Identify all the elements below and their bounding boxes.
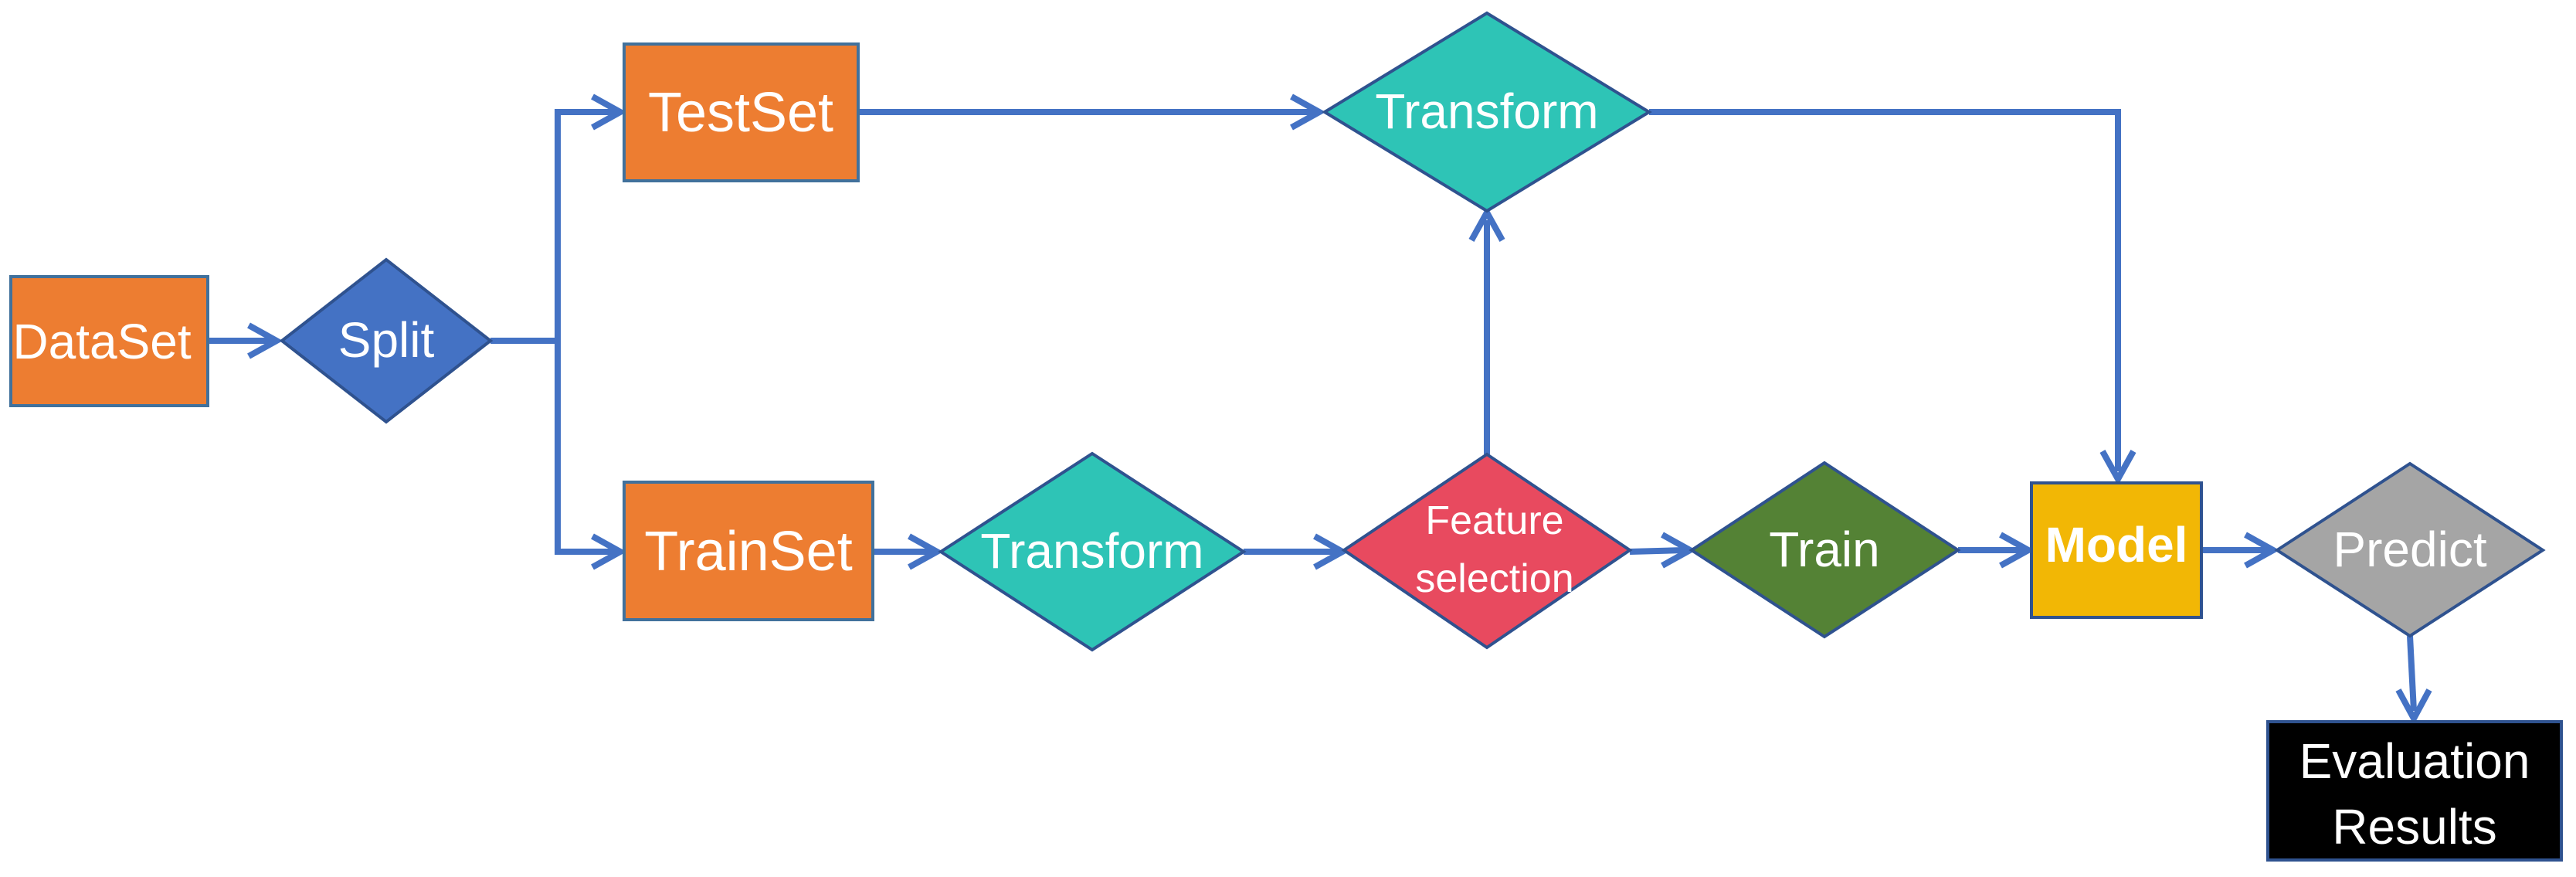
dataset-box <box>9 275 209 407</box>
dataset-label: DataSet <box>12 314 191 369</box>
edge-split-junction <box>490 112 561 552</box>
node-feature-selection: Feature selection <box>1341 452 1633 650</box>
testset-label: TestSet <box>648 82 833 144</box>
node-transform-train: Transform <box>938 451 1247 652</box>
nodes: DataSet Split TestSet TrainSet Transform… <box>9 11 2563 862</box>
split-diamond <box>279 257 494 424</box>
edge-feature-selection-to-transform-test <box>1468 206 1505 454</box>
node-train: Train <box>1688 461 1961 639</box>
predict-diamond <box>2274 461 2546 638</box>
edges <box>209 93 2432 726</box>
evaluation-results-box <box>2266 720 2563 862</box>
train-diamond <box>1688 461 1961 639</box>
edge-split-to-testset <box>555 93 627 131</box>
node-testset: TestSet <box>623 42 860 182</box>
transform-test-diamond <box>1322 11 1652 213</box>
train-label: Train <box>1769 522 1879 577</box>
edge-feature-selection-to-train <box>1629 532 1697 569</box>
node-predict: Predict <box>2274 461 2546 638</box>
edge-transform-test-to-model <box>1649 109 2136 486</box>
model-label: Model <box>2045 517 2188 573</box>
node-dataset: DataSet <box>9 275 209 407</box>
node-split: Split <box>279 257 494 424</box>
edge-transform-train-to-feature-selection <box>1244 533 1349 570</box>
node-trainset: TrainSet <box>623 481 874 621</box>
evaluation-results-label-line1: Evaluation <box>2299 733 2530 789</box>
transform-train-diamond <box>938 451 1247 652</box>
feature-selection-label-line1: Feature <box>1425 498 1563 543</box>
trainset-label: TrainSet <box>644 521 852 583</box>
edge-model-to-predict <box>2203 532 2280 569</box>
transform-train-label: Transform <box>980 523 1203 579</box>
edge-split-to-trainset <box>555 533 627 570</box>
node-evaluation-results: Evaluation Results <box>2266 720 2563 862</box>
edge-testset-to-transform-test <box>859 93 1326 131</box>
edge-predict-to-evaluation-results <box>2395 635 2432 726</box>
feature-selection-diamond <box>1341 452 1633 650</box>
predict-label: Predict <box>2333 522 2486 577</box>
model-box <box>2030 481 2203 619</box>
edge-train-to-model <box>1958 532 2035 569</box>
trainset-box <box>623 481 874 621</box>
evaluation-results-label-line2: Results <box>2332 799 2496 855</box>
edge-dataset-to-split <box>209 322 283 359</box>
node-model: Model <box>2030 481 2203 619</box>
node-transform-test: Transform <box>1322 11 1652 213</box>
split-label: Split <box>338 312 435 368</box>
transform-test-label: Transform <box>1375 83 1598 139</box>
testset-box <box>623 42 860 182</box>
feature-selection-label-line2: selection <box>1415 556 1573 601</box>
edge-trainset-to-transform-train <box>874 533 944 570</box>
